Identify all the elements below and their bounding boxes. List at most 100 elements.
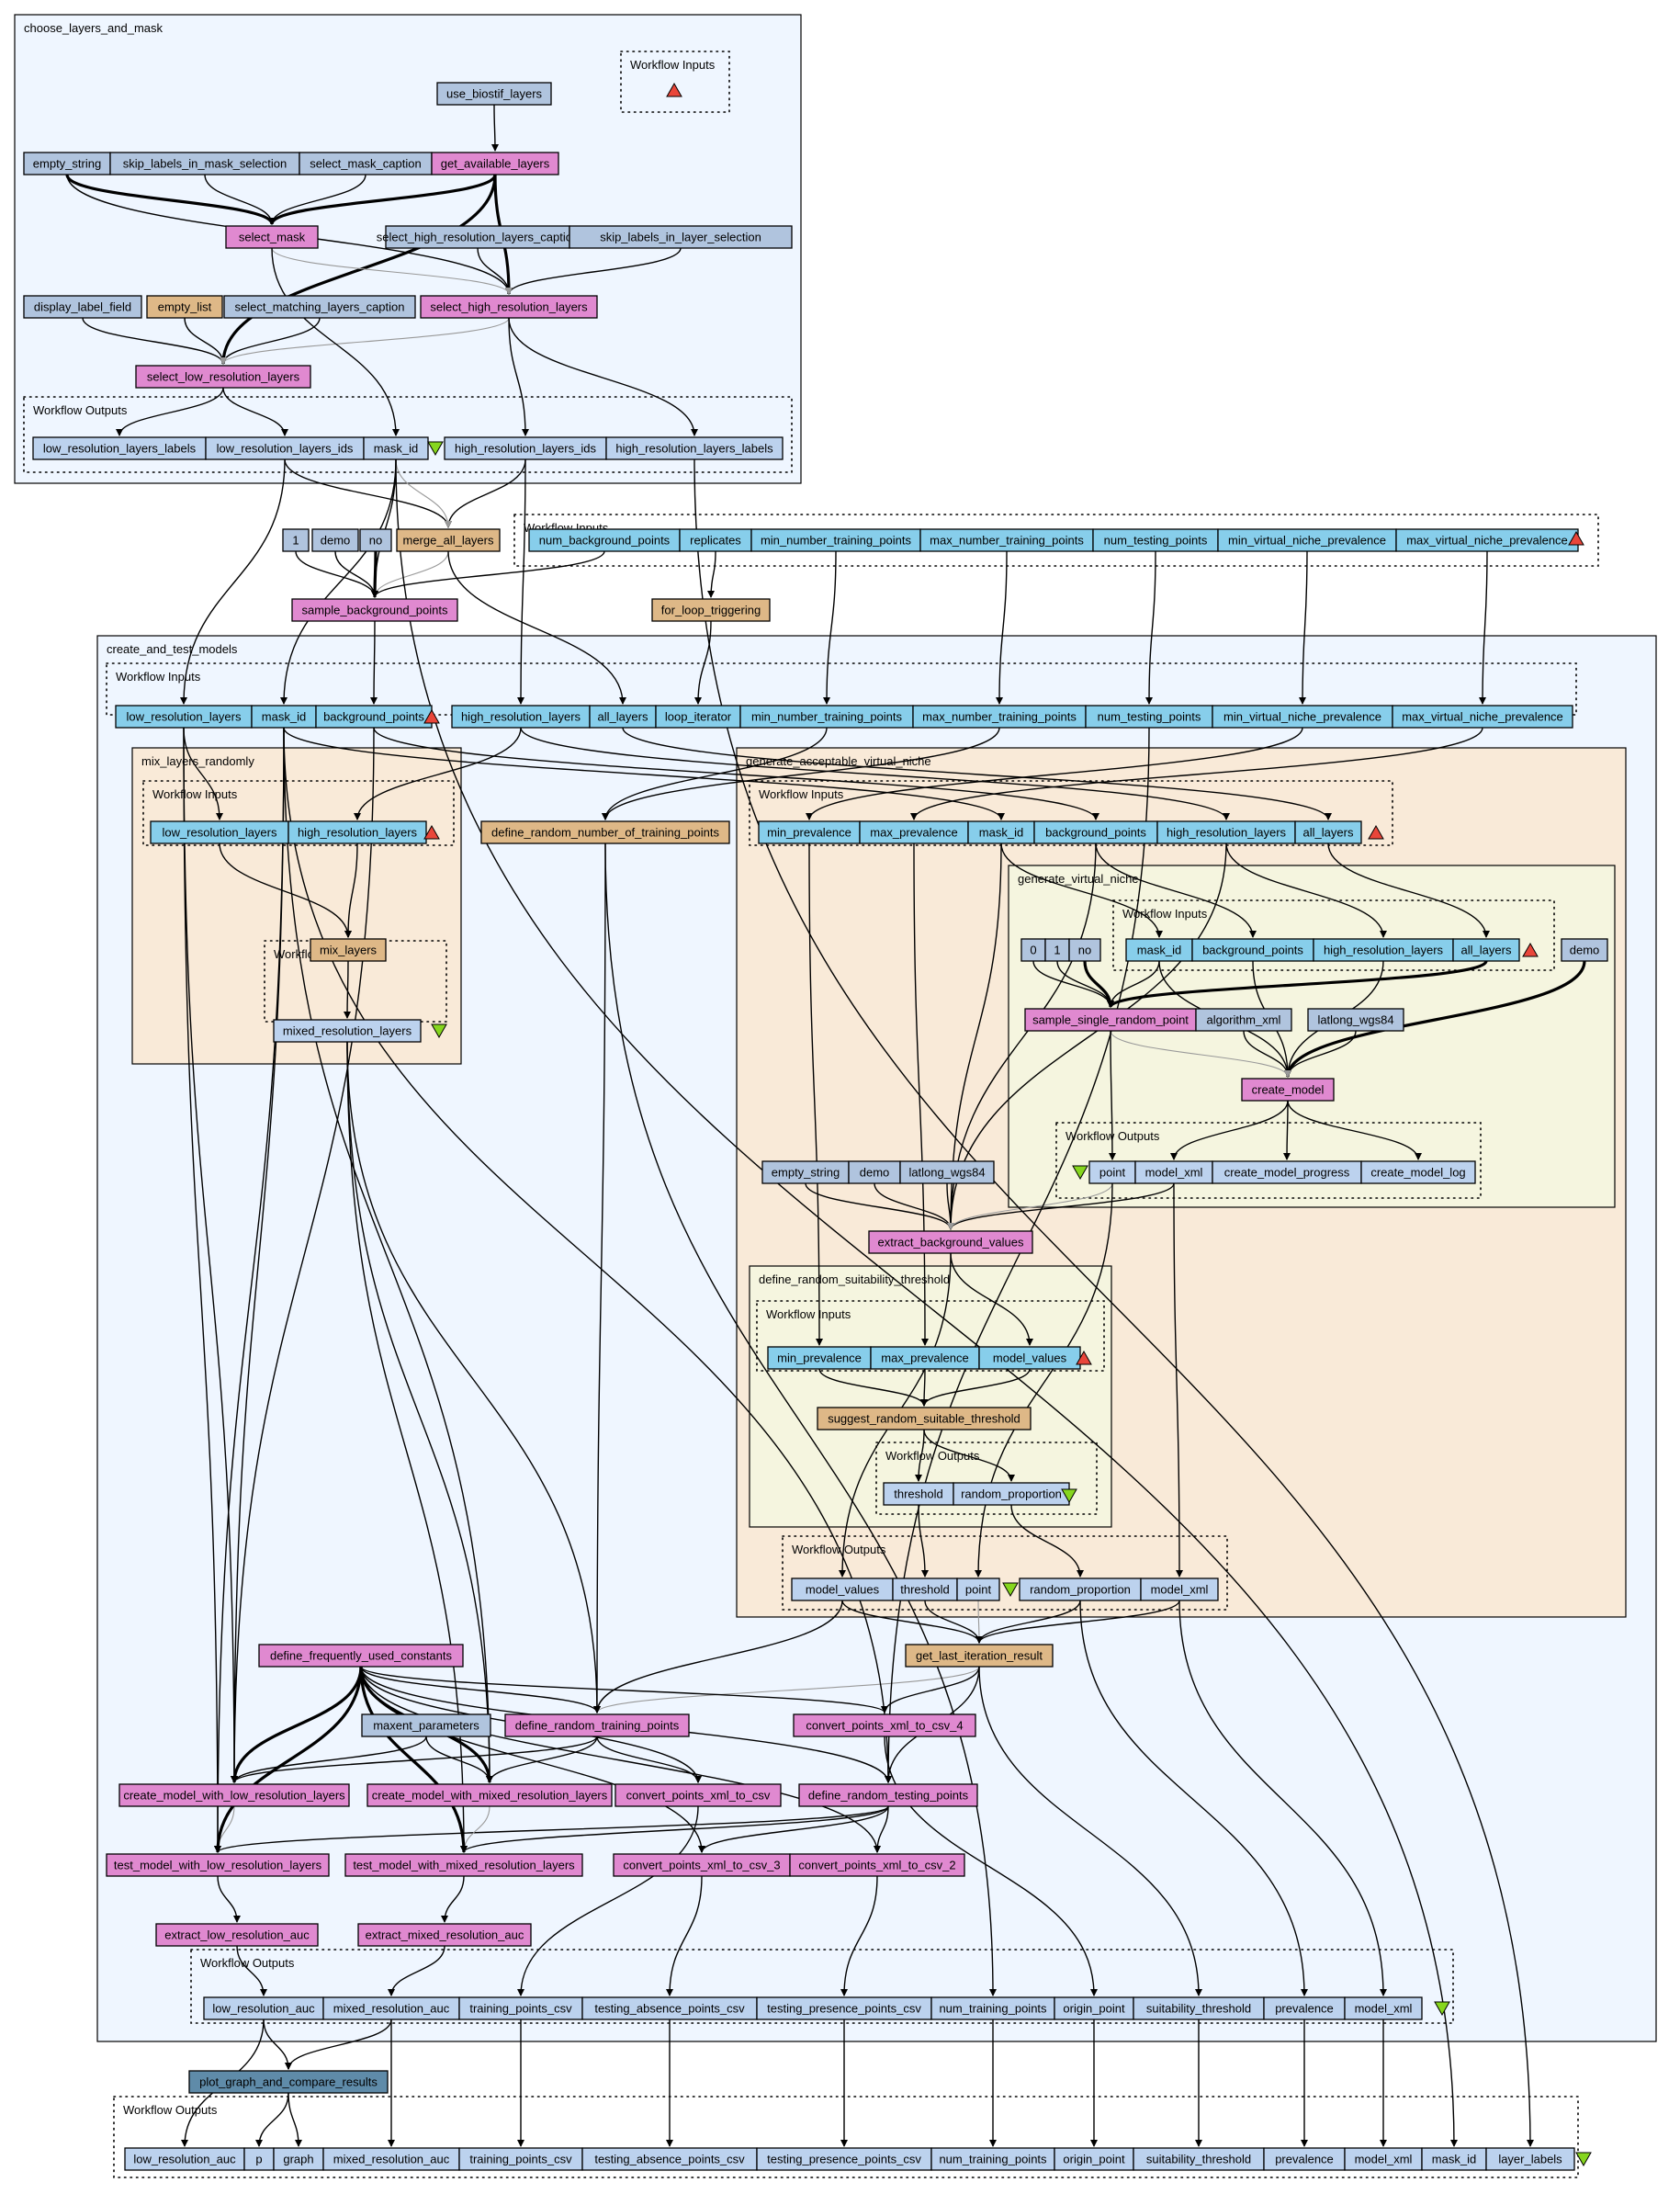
node-empty-list[interactable]: empty_list <box>146 295 223 319</box>
node-v-const-0[interactable]: 0 <box>1020 938 1046 962</box>
node-ti2-max-prevalence[interactable]: max_prevalence <box>870 1346 980 1370</box>
node-mi-high-resolution-layers[interactable]: high_resolution_layers <box>288 820 427 844</box>
node-go-threshold[interactable]: threshold <box>892 1577 958 1601</box>
node-vo-point[interactable]: point <box>1088 1160 1136 1184</box>
node-ci-low-resolution-layers[interactable]: low_resolution_layers <box>115 705 253 729</box>
node-vi-all-layers[interactable]: all_layers <box>1452 938 1520 962</box>
node-select-high-resolution-layers-caption[interactable]: select_high_resolution_layers_caption <box>377 225 579 249</box>
node-convert-points-xml-to-csv-2[interactable]: convert_points_xml_to_csv_2 <box>789 1853 965 1877</box>
node-define-random-number-of-training-points[interactable]: define_random_number_of_training_points <box>480 820 730 844</box>
node-extract-low-resolution-auc[interactable]: extract_low_resolution_auc <box>155 1923 319 1947</box>
node-create-model[interactable]: create_model <box>1241 1078 1335 1102</box>
node-const-1[interactable]: 1 <box>282 528 310 552</box>
node-ci-background-points[interactable]: background_points <box>315 705 433 729</box>
node-to-random-proportion[interactable]: random_proportion <box>953 1482 1070 1506</box>
node-latlong-wgs84-2[interactable]: latlong_wgs84 <box>899 1160 995 1184</box>
node-vo-model-xml[interactable]: model_xml <box>1134 1160 1213 1184</box>
node-select-low-resolution-layers[interactable]: select_low_resolution_layers <box>135 365 311 389</box>
node-ao-training-points-csv[interactable]: training_points_csv <box>458 1996 583 2020</box>
node-fo-training-points-csv[interactable]: training_points_csv <box>458 2147 583 2171</box>
node-use-biostif-layers[interactable]: use_biostif_layers <box>436 82 552 106</box>
node-define-random-training-points[interactable]: define_random_training_points <box>504 1713 690 1737</box>
node-test-model-with-low-resolution-layers[interactable]: test_model_with_low_resolution_layers <box>106 1853 330 1877</box>
node-mi-low-resolution-layers[interactable]: low_resolution_layers <box>150 820 289 844</box>
node-select-mask-caption[interactable]: select_mask_caption <box>299 152 433 175</box>
node-fo-mixed-resolution-auc[interactable]: mixed_resolution_auc <box>322 2147 460 2171</box>
node-mo-mixed-resolution-layers[interactable]: mixed_resolution_layers <box>273 1019 422 1043</box>
node-algorithm-xml[interactable]: algorithm_xml <box>1195 1008 1292 1032</box>
node-ti-max-number-training-points[interactable]: max_number_training_points <box>919 528 1094 552</box>
node-ci-high-resolution-layers[interactable]: high_resolution_layers <box>451 705 591 729</box>
node-gi-all-layers[interactable]: all_layers <box>1294 820 1362 844</box>
node-vi-mask-id[interactable]: mask_id <box>1125 938 1193 962</box>
node-to-threshold[interactable]: threshold <box>883 1482 954 1506</box>
node-go-model-values[interactable]: model_values <box>791 1577 894 1601</box>
node-co-high-resolution-layers-labels[interactable]: high_resolution_layers_labels <box>605 436 784 460</box>
node-fo-p[interactable]: p <box>243 2147 275 2171</box>
node-ci-loop-iterator[interactable]: loop_iterator <box>655 705 741 729</box>
node-latlong-wgs84-1[interactable]: latlong_wgs84 <box>1307 1008 1404 1032</box>
node-v-const-demo[interactable]: demo <box>1561 938 1608 962</box>
node-co-mask-id[interactable]: mask_id <box>363 436 429 460</box>
node-convert-points-xml-to-csv[interactable]: convert_points_xml_to_csv <box>614 1783 782 1807</box>
node-ci-mask-id[interactable]: mask_id <box>251 705 317 729</box>
node-const-no[interactable]: no <box>359 528 392 552</box>
node-empty-string-1[interactable]: empty_string <box>23 152 111 175</box>
node-go-model-xml[interactable]: model_xml <box>1140 1577 1219 1601</box>
node-test-model-with-mixed-resolution-layers[interactable]: test_model_with_mixed_resolution_layers <box>344 1853 583 1877</box>
node-convert-points-xml-to-csv-4[interactable]: convert_points_xml_to_csv_4 <box>793 1713 976 1737</box>
node-v-const-no[interactable]: no <box>1068 938 1101 962</box>
node-plot-graph-and-compare-results[interactable]: plot_graph_and_compare_results <box>188 2070 389 2094</box>
node-fo-graph[interactable]: graph <box>273 2147 324 2171</box>
node-ao-origin-point[interactable]: origin_point <box>1054 1996 1134 2020</box>
node-create-model-with-mixed-resolution-layers[interactable]: create_model_with_mixed_resolution_layer… <box>366 1783 613 1807</box>
node-merge-all-layers[interactable]: merge_all_layers <box>396 528 501 552</box>
node-select-high-resolution-layers[interactable]: select_high_resolution_layers <box>420 295 598 319</box>
node-go-random-proportion[interactable]: random_proportion <box>1019 1577 1142 1601</box>
node-skip-labels-in-mask-selection[interactable]: skip_labels_in_mask_selection <box>109 152 300 175</box>
node-ti-num-background-points[interactable]: num_background_points <box>528 528 681 552</box>
node-ao-prevalence[interactable]: prevalence <box>1263 1996 1346 2020</box>
node-co-high-resolution-layers-ids[interactable]: high_resolution_layers_ids <box>444 436 607 460</box>
node-fo-prevalence[interactable]: prevalence <box>1263 2147 1346 2171</box>
node-fo-num-training-points[interactable]: num_training_points <box>930 2147 1055 2171</box>
node-go-point[interactable]: point <box>956 1577 1000 1601</box>
node-define-frequently-used-constants[interactable]: define_frequently_used_constants <box>258 1644 464 1668</box>
node-vo-create-model-log[interactable]: create_model_log <box>1360 1160 1476 1184</box>
node-ti2-min-prevalence[interactable]: min_prevalence <box>767 1346 872 1370</box>
node-sample-single-random-point[interactable]: sample_single_random_point <box>1024 1008 1197 1032</box>
node-ao-suitability-threshold[interactable]: suitability_threshold <box>1133 1996 1265 2020</box>
node-display-label-field[interactable]: display_label_field <box>23 295 142 319</box>
node-ao-mixed-resolution-auc[interactable]: mixed_resolution_auc <box>322 1996 460 2020</box>
node-ci-max-number-training-points[interactable]: max_number_training_points <box>912 705 1087 729</box>
node-gi-mask-id[interactable]: mask_id <box>967 820 1035 844</box>
node-ao-model-xml[interactable]: model_xml <box>1344 1996 1423 2020</box>
node-maxent-parameters[interactable]: maxent_parameters <box>361 1713 491 1737</box>
node-ci-min-virtual-niche-prevalence[interactable]: min_virtual_niche_prevalence <box>1212 705 1393 729</box>
node-ti-num-testing-points[interactable]: num_testing_points <box>1092 528 1219 552</box>
node-co-low-resolution-layers-labels[interactable]: low_resolution_layers_labels <box>32 436 207 460</box>
node-gi-background-points[interactable]: background_points <box>1033 820 1158 844</box>
node-ao-num-training-points[interactable]: num_training_points <box>930 1996 1055 2020</box>
node-v-const-1[interactable]: 1 <box>1044 938 1070 962</box>
node-g-const-demo[interactable]: demo <box>848 1160 901 1184</box>
node-ci-max-virtual-niche-prevalence[interactable]: max_virtual_niche_prevalence <box>1392 705 1573 729</box>
node-get-available-layers[interactable]: get_available_layers <box>431 152 559 175</box>
node-mix-layers[interactable]: mix_layers <box>310 938 387 962</box>
node-ti-replicates[interactable]: replicates <box>679 528 752 552</box>
node-fo-origin-point[interactable]: origin_point <box>1054 2147 1134 2171</box>
node-extract-mixed-resolution-auc[interactable]: extract_mixed_resolution_auc <box>357 1923 532 1947</box>
node-ao-testing-absence-points-csv[interactable]: testing_absence_points_csv <box>581 1996 758 2020</box>
node-gi-high-resolution-layers[interactable]: high_resolution_layers <box>1156 820 1296 844</box>
node-ti-max-virtual-niche-prevalence[interactable]: max_virtual_niche_prevalence <box>1395 528 1579 552</box>
node-co-low-resolution-layers-ids[interactable]: low_resolution_layers_ids <box>205 436 365 460</box>
node-gi-max-prevalence[interactable]: max_prevalence <box>859 820 969 844</box>
node-ti2-model-values[interactable]: model_values <box>978 1346 1081 1370</box>
node-select-matching-layers-caption[interactable]: select_matching_layers_caption <box>223 295 416 319</box>
node-fo-low-resolution-auc[interactable]: low_resolution_auc <box>124 2147 245 2171</box>
node-fo-mask-id[interactable]: mask_id <box>1421 2147 1487 2171</box>
node-ti-min-virtual-niche-prevalence[interactable]: min_virtual_niche_prevalence <box>1217 528 1397 552</box>
node-const-demo[interactable]: demo <box>311 528 359 552</box>
node-ci-min-number-training-points[interactable]: min_number_training_points <box>739 705 914 729</box>
node-ti-min-number-training-points[interactable]: min_number_training_points <box>750 528 921 552</box>
